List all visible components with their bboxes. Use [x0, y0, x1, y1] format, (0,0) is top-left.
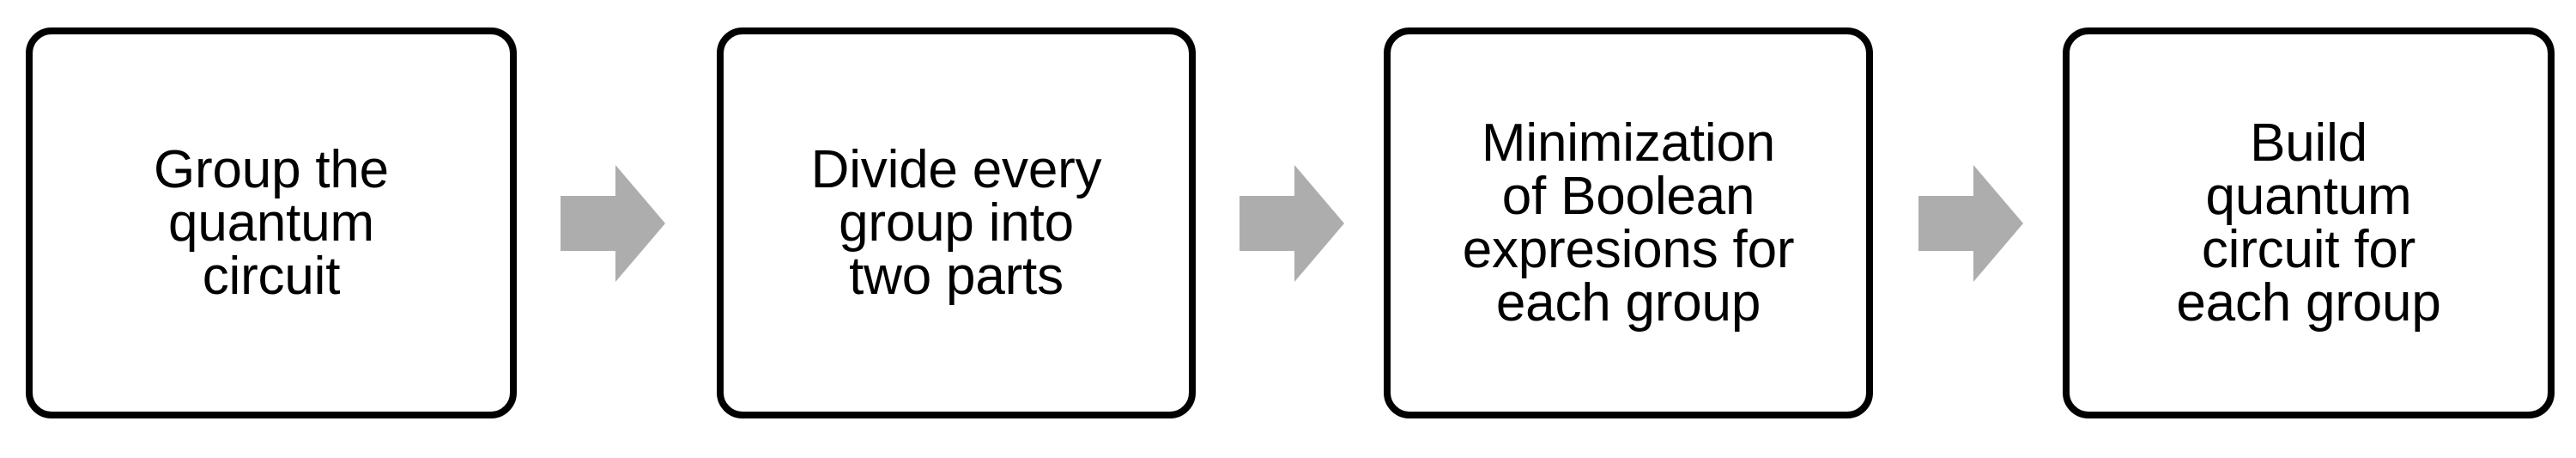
- arrow-right-icon-2: [1240, 163, 1344, 284]
- arrow-right-icon-3: [1918, 163, 2023, 284]
- process-step-4-label: Build quantum circuit for each group: [2176, 113, 2441, 333]
- process-step-3[interactable]: Minimization of Boolean expresions for e…: [1384, 27, 1873, 418]
- process-step-3-label: Minimization of Boolean expresions for e…: [1462, 113, 1795, 333]
- process-step-4[interactable]: Build quantum circuit for each group: [2063, 27, 2555, 418]
- arrow-right-icon-1: [561, 163, 665, 284]
- process-step-1[interactable]: Group the quantum circuit: [26, 27, 517, 418]
- process-step-2[interactable]: Divide every group into two parts: [717, 27, 1196, 418]
- process-step-1-label: Group the quantum circuit: [154, 139, 389, 306]
- process-step-2-label: Divide every group into two parts: [810, 139, 1102, 306]
